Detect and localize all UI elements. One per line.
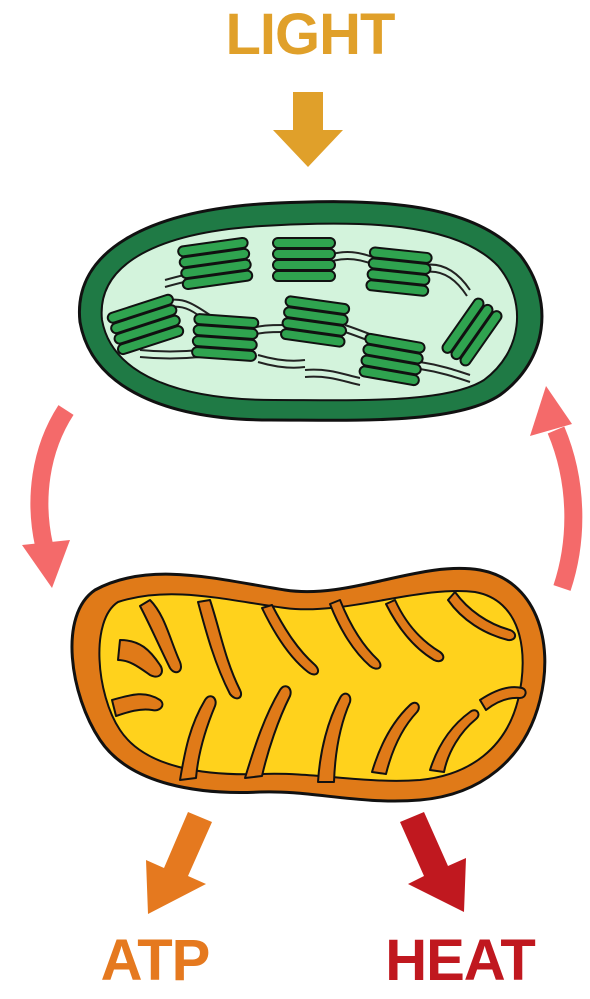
granum-stack (280, 296, 349, 347)
granum-stack (359, 333, 426, 386)
granum-stack (178, 237, 253, 289)
mitochondrion (72, 568, 545, 801)
curved-arrow-down-icon (22, 410, 70, 588)
chloroplast (79, 202, 542, 421)
granum-stack (366, 247, 432, 296)
light-arrow-icon (273, 92, 343, 167)
down-left-arrow-icon (146, 812, 212, 914)
granum-stack (192, 314, 259, 361)
down-right-arrow-icon (400, 812, 466, 912)
curved-arrow-up-icon (530, 386, 573, 588)
granum-stack (273, 238, 335, 281)
